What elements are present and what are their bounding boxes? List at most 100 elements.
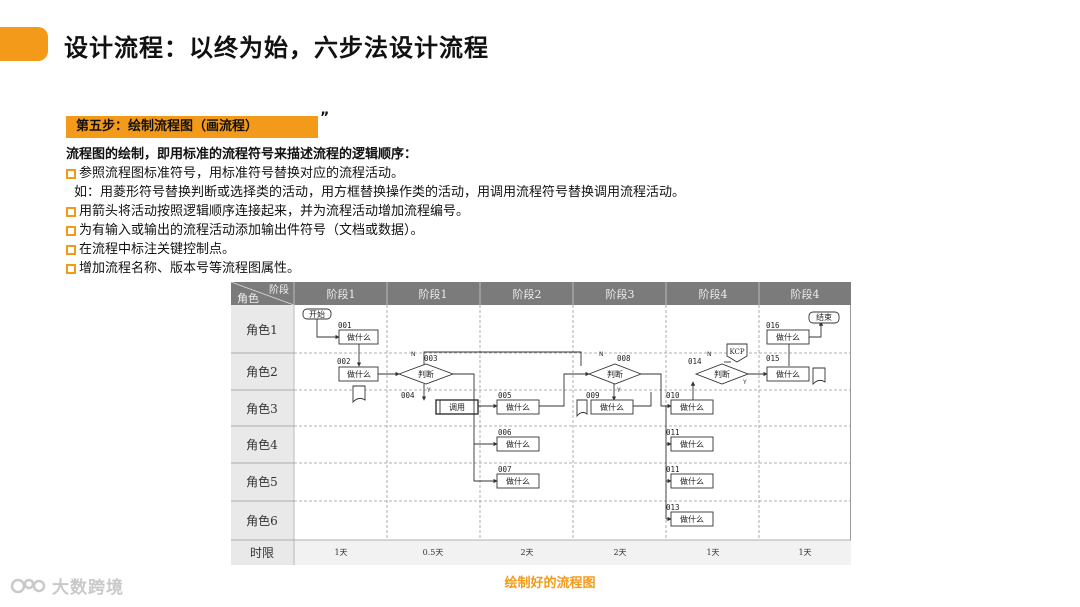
list-item: 增加流程名称、版本号等流程图属性。 [66,259,826,278]
task-box [496,473,540,489]
stage-header: 阶段1 [327,287,356,301]
activity-code: 013 [666,503,680,512]
activity-code: 015 [766,354,780,363]
task-box [766,366,810,382]
svg-text:做什么: 做什么 [680,402,704,412]
list-item: 用箭头将活动按照逻辑顺序连接起来，并为流程活动增加流程编号。 [66,202,826,221]
svg-text:做什么: 做什么 [776,369,800,379]
kcp-marker [726,343,748,363]
svg-text:KCP: KCP [729,348,744,356]
checkbox-icon [66,206,76,217]
svg-text:做什么: 做什么 [680,514,704,524]
brand-logo-icon [10,578,46,593]
activity-code: 014 [688,357,702,366]
activity-code: 004 [401,391,415,400]
svg-text:调用: 调用 [449,403,465,412]
svg-text:N: N [707,351,712,358]
role-label: 角色3 [246,402,278,416]
svg-text:做什么: 做什么 [600,402,624,412]
activity-code: 001 [338,321,352,330]
step-quote-mark: ” [320,110,330,126]
duration-cell: 2天 [613,548,626,557]
watermark: 大数跨境 [10,573,124,598]
document-icon [812,367,826,386]
stage-header: 阶段1 [419,287,448,301]
stage-header: 阶段2 [513,287,542,301]
activity-code: 005 [498,391,512,400]
document-icon [352,385,366,404]
svg-text:做什么: 做什么 [680,439,704,449]
list-item: 参照流程图标准符号，用标准符号替换对应的流程活动。 [66,164,826,183]
activity-code: 011 [666,428,680,437]
list-item: 在流程中标注关键控制点。 [66,240,826,259]
end-node [808,311,840,324]
task-box [496,399,540,415]
document-icon [576,399,588,418]
activity-code: 016 [766,321,780,330]
time-limit-label: 时限 [250,546,274,560]
svg-text:Y: Y [742,379,747,386]
svg-text:N: N [599,351,604,358]
svg-text:开始: 开始 [309,309,325,319]
role-label: 角色4 [246,438,278,452]
activity-code: 009 [586,391,600,400]
activity-code: 002 [337,357,351,366]
role-label: 角色5 [246,475,278,489]
task-box [338,329,379,345]
svg-text:做什么: 做什么 [347,369,371,379]
page-title: 设计流程：以终为始，六步法设计流程 [64,34,489,62]
task-box [670,436,714,452]
svg-text:N: N [411,351,416,358]
role-label: 角色1 [246,323,278,337]
checkbox-icon [66,168,76,179]
example-line: 如：用菱形符号替换判断或选择类的活动，用方框替换操作类的活动，用调用流程符号替换… [74,185,686,200]
decision-diamond [397,363,455,385]
svg-text:判断: 判断 [418,369,434,379]
title-accent-tab [0,27,48,61]
checkbox-icon [66,263,76,274]
role-label: 角色2 [246,365,278,379]
call-process-box [435,399,479,415]
checkbox-icon [66,225,76,236]
checkbox-icon [66,244,76,255]
svg-text:Y: Y [616,387,621,394]
duration-cell: 2天 [520,548,533,557]
lead-sentence: 流程图的绘制，即用标准的流程符号来描述流程的逻辑顺序： [66,147,418,162]
step-badge: 第五步：绘制流程图（画流程） [66,116,318,138]
svg-text:做什么: 做什么 [506,476,530,486]
activity-code: 008 [617,354,631,363]
svg-text:做什么: 做什么 [347,332,371,342]
stage-header: 阶段3 [606,287,635,301]
activity-code: 007 [498,465,512,474]
task-box [496,436,540,452]
duration-cell: 1天 [334,548,347,557]
activity-code: 011 [666,465,680,474]
svg-text:做什么: 做什么 [680,476,704,486]
duration-cell: 1天 [706,548,719,557]
task-box [338,366,379,382]
svg-text:做什么: 做什么 [506,402,530,412]
start-node [302,308,332,320]
stage-header: 阶段4 [699,287,728,301]
svg-text:判断: 判断 [607,369,623,379]
task-box [670,511,714,527]
role-label: 角色6 [246,514,278,528]
duration-cell: 0.5天 [423,548,444,557]
corner-role-label: 角色 [237,291,259,305]
activity-code: 003 [424,354,438,363]
task-box [670,473,714,489]
stage-header: 阶段4 [791,287,820,301]
task-box [590,399,634,415]
list-item: 为有输入或输出的流程活动添加输出件符号（文档或数据）。 [66,221,826,240]
task-box [670,399,714,415]
activity-code: 010 [666,391,680,400]
figure-caption: 绘制好的流程图 [504,576,596,591]
svg-text:Y: Y [426,387,431,394]
duration-cell: 1天 [798,548,811,557]
decision-diamond [694,363,750,385]
decision-diamond [587,363,643,385]
description-block: 流程图的绘制，即用标准的流程符号来描述流程的逻辑顺序： 参照流程图标准符号，用标… [66,145,826,278]
svg-text:做什么: 做什么 [506,439,530,449]
svg-text:做什么: 做什么 [776,332,800,342]
activity-code: 006 [498,428,512,437]
